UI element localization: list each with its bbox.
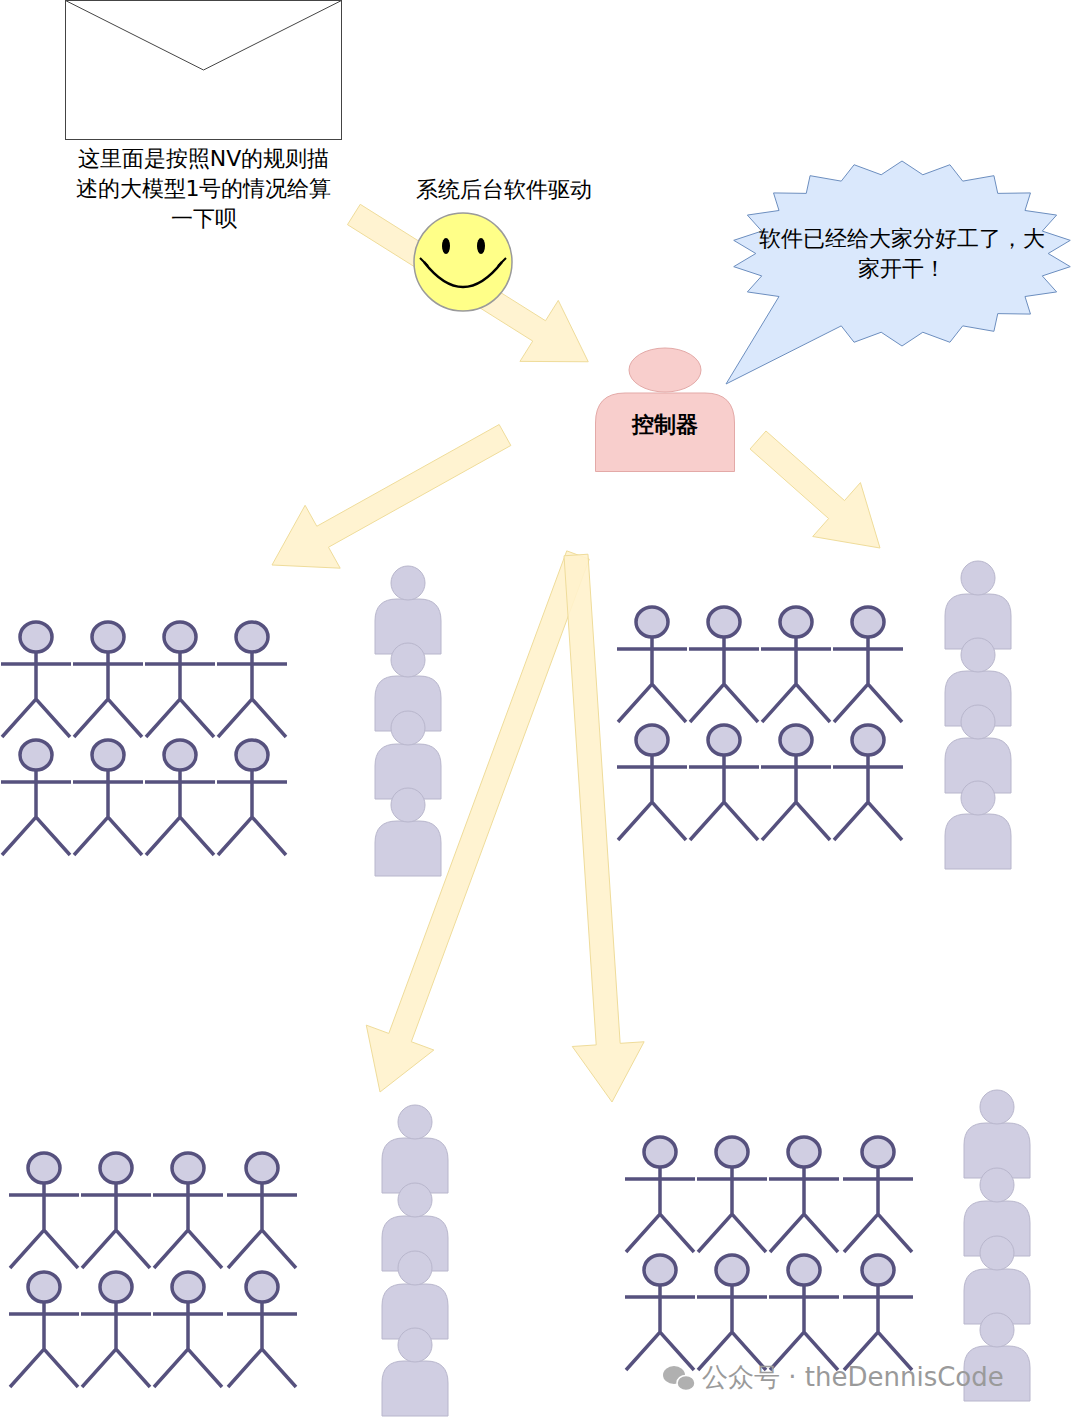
wechat-icon [663,1366,695,1391]
stick-figure [73,740,143,855]
person-icon [382,1105,448,1193]
stick-figure [697,1137,767,1252]
stick-figure [81,1153,151,1268]
person-icon [964,1236,1030,1324]
stick-figure [697,1255,767,1370]
node-text: 控制器 [595,410,735,440]
person-icon [375,566,441,654]
person-icon [945,705,1011,793]
worker-group [625,1090,1030,1401]
stick-figure [1,622,71,737]
stick-figure [227,1153,297,1268]
person-icon [964,1090,1030,1178]
stick-figure [689,725,759,840]
stick-figure [625,1137,695,1252]
node-text: 软件已经给大家分好工了，大家开干！ [759,224,1045,284]
controller-actor: 控制器 [595,348,735,472]
stick-figure [769,1137,839,1252]
worker-group [9,1105,448,1416]
worker-group [617,561,1011,869]
flow-arrow [564,554,644,1102]
stick-figure [9,1272,79,1387]
stick-figure [217,740,287,855]
person-icon [945,781,1011,869]
flow-arrow [750,431,880,548]
stick-figure [1,740,71,855]
stick-figure [769,1255,839,1370]
person-icon [382,1328,448,1416]
person-icon [375,711,441,799]
stick-figure [833,607,903,722]
flow-arrow [347,204,588,361]
stick-figure [227,1272,297,1387]
stick-figure [145,740,215,855]
stick-figure [843,1255,913,1370]
envelope-note: 这里面是按照NV的规则描述的大模型1号的情况给算一下呗 [65,0,342,240]
stick-figure [843,1137,913,1252]
stick-figure [761,607,831,722]
flow-arrow [366,551,589,1092]
stick-figure [689,607,759,722]
stick-figure [145,622,215,737]
person-icon [375,788,441,876]
stick-figure [81,1272,151,1387]
stick-figure [833,725,903,840]
driver-label: 系统后台软件驱动 [390,175,618,205]
watermark: 公众号 · theDennisCode [702,1362,1074,1392]
worker-group [1,566,441,876]
stick-figure [153,1272,223,1387]
stick-figure [217,622,287,737]
stick-figure [617,607,687,722]
smiley-icon [414,213,512,311]
speech-bubble: 软件已经给大家分好工了，大家开干！ [712,145,1076,390]
flow-arrow [272,425,511,569]
stick-figure [761,725,831,840]
stick-figure [73,622,143,737]
person-icon [382,1251,448,1339]
stick-figure [9,1153,79,1268]
envelope-outline [65,0,342,140]
stick-figure [153,1153,223,1268]
node-text: 这里面是按照NV的规则描述的大模型1号的情况给算一下呗 [73,144,335,234]
person-outline [595,348,735,472]
person-icon [945,561,1011,649]
stick-figure [625,1255,695,1370]
stick-figure [617,725,687,840]
